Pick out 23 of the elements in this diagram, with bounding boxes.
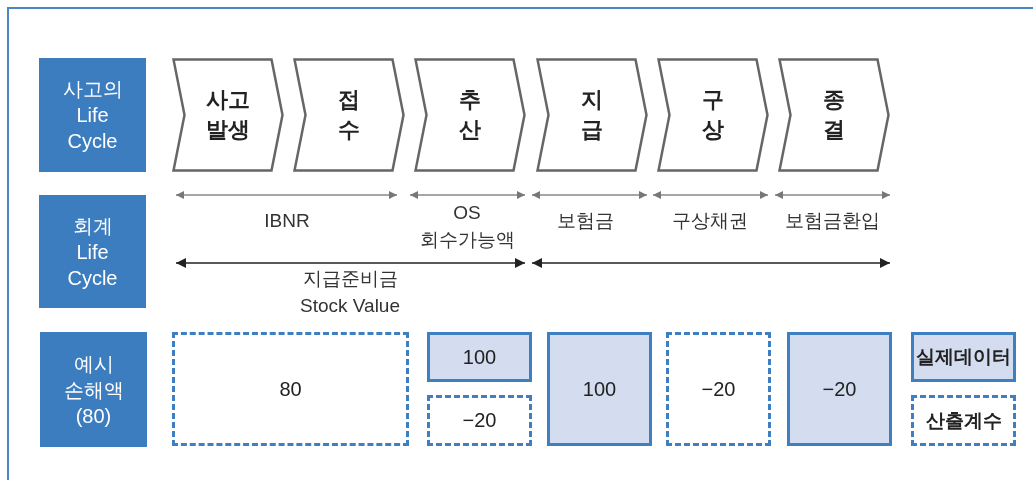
span-label: 지급준비금 Stock Value [299,267,401,318]
chevron-step: 종 결 [778,58,890,172]
span-label: 보험금환입 [783,209,881,233]
row-header: 회계 Life Cycle [39,195,146,308]
chevron-step: 사고 발생 [172,58,284,172]
value-box: −20 [666,332,771,446]
span-label: IBNR [263,209,311,233]
value-box: 100 [427,332,532,382]
chevron-step: 지 급 [536,58,648,172]
chevron-step: 구 상 [657,58,769,172]
chevron-step: 접 수 [293,58,405,172]
row-header: 예시 손해액 (80) [40,332,147,447]
span-label: OS 회수가능액 [418,201,516,252]
span-label: 구상채권 [671,209,749,233]
value-box: 100 [547,332,652,446]
value-box: −20 [787,332,892,446]
legend-key: 실제데이터 [911,332,1016,382]
value-box: −20 [427,395,532,446]
value-box: 80 [172,332,409,446]
span-label: 보험금 [555,209,615,233]
row-header: 사고의 Life Cycle [39,58,146,172]
legend-key: 산출계수 [911,395,1016,446]
chevron-step: 추 산 [414,58,526,172]
